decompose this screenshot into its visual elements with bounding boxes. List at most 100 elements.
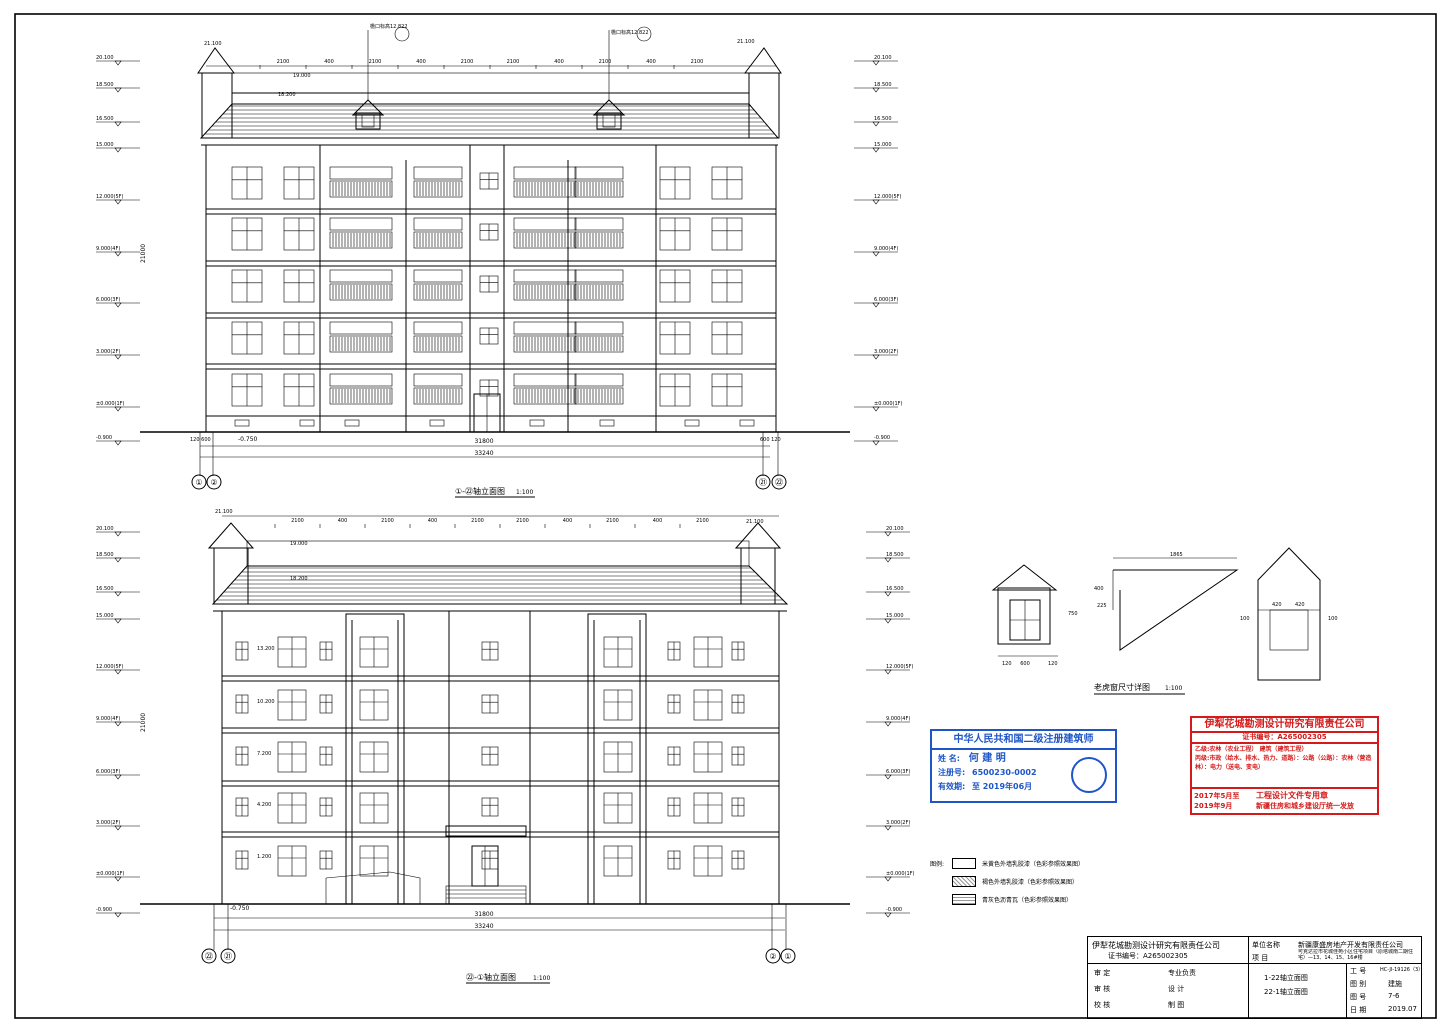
level-mark: 9.000(4F) <box>874 246 898 252</box>
balcony-railing <box>574 335 624 353</box>
institute-special: 工程设计文件专用章 <box>1256 791 1328 800</box>
lower-elevation: 31800 33240 -0.750 ㉒ ㉑ ② ① ㉒-①轴立面图 1:100… <box>96 244 915 984</box>
upper-view-scale: 1:100 <box>516 489 533 496</box>
level-mark: 6.000(3F) <box>874 297 898 303</box>
balcony-window <box>574 166 624 180</box>
balcony-window <box>413 321 463 335</box>
balcony-railing <box>513 283 577 301</box>
balcony-window <box>329 321 393 335</box>
lower-ridge-18200: 18.200 <box>290 576 308 582</box>
axis-bubble-1-lower: ① <box>784 952 791 961</box>
tb-drawing-name-1: 1-22轴立面图 <box>1264 974 1308 982</box>
tb-meta-label-2: 图 号 <box>1350 993 1367 1001</box>
level-mark: 6.000(3F) <box>886 769 910 775</box>
axis-bubble-21: ㉑ <box>759 478 767 487</box>
span-dim: 400 <box>563 518 573 524</box>
legend-title: 图例: <box>930 860 945 868</box>
upper-ridge-21100-right: 21.100 <box>737 39 755 45</box>
architect-valid: 至 2019年06月 <box>972 782 1033 791</box>
span-dim: 400 <box>646 59 656 65</box>
tb-unit: 新疆康盛房地产开发有限责任公司 <box>1298 941 1403 949</box>
legend: 图例: 米黄色外墙乳胶漆（色彩参照效果图） 褐色外墙乳胶漆（色彩参照效果图） 青… <box>930 854 1084 908</box>
span-dim: 400 <box>428 518 438 524</box>
span-dim: 2100 <box>691 59 704 65</box>
institute-grade-b: 农林（农业工程） 建筑（建筑工程） <box>1209 746 1308 753</box>
upper-callout-2: 檐口标高12.822 <box>611 29 649 36</box>
level-mark: 16.500 <box>96 116 114 122</box>
span-dim: 2100 <box>369 59 382 65</box>
level-mark: 12.000(5F) <box>96 664 124 670</box>
level-mark: 12.000(5F) <box>96 194 124 200</box>
span-dim: 400 <box>416 59 426 65</box>
tb-drawing-name-2: 22-1轴立面图 <box>1264 988 1308 996</box>
upper-view-title: ①-㉒轴立面图 <box>455 486 505 496</box>
span-dim: 2100 <box>277 59 290 65</box>
level-mark: 18.500 <box>96 552 114 558</box>
dormer-dim-225: 225 <box>1097 603 1107 609</box>
tb-meta-value-3: 2019.07 <box>1388 1005 1417 1013</box>
span-dim: 2100 <box>291 518 304 524</box>
balcony-window <box>574 269 624 283</box>
axis-bubble-2-lower: ② <box>769 952 776 961</box>
vent <box>344 419 360 427</box>
level-mark: 15.000 <box>886 613 904 619</box>
upper-ridge-19000: 19.000 <box>293 73 311 79</box>
tb-meta-label-1: 图 别 <box>1350 980 1367 988</box>
lower-view-title: ㉒-①轴立面图 <box>466 972 516 982</box>
dormer-dim-100-left: 100 <box>1240 616 1250 622</box>
balcony-window <box>513 373 577 387</box>
dormer-dim-420-b: 420 <box>1295 602 1305 608</box>
level-mark: -0.900 <box>886 907 902 913</box>
dormer-dim-1865: 1865 <box>1170 552 1183 558</box>
dormer-dim-420-a: 420 <box>1272 602 1282 608</box>
tb-unit-label: 单位名称 <box>1252 941 1280 949</box>
balcony-railing <box>513 231 577 249</box>
tb-role-lead: 专业负责 <box>1168 969 1196 977</box>
level-mark: 9.000(4F) <box>96 246 120 252</box>
span-dim: 400 <box>653 518 663 524</box>
level-mark: 16.500 <box>886 586 904 592</box>
dormer-dim-100-right: 100 <box>1328 616 1338 622</box>
tb-meta-label-0: 工 号 <box>1350 967 1367 975</box>
balcony-window <box>329 166 393 180</box>
vent <box>429 419 445 427</box>
level-mark: 3.000(2F) <box>886 820 910 826</box>
tb-role-draw: 制 图 <box>1168 1001 1185 1009</box>
architect-stamp: 中华人民共和国二级注册建筑师 姓 名: 何 建 明 注册号: 6500230-0… <box>930 729 1117 803</box>
dormer-detail-scale: 1:100 <box>1165 685 1182 692</box>
lower-height-total: 21000 <box>140 713 147 732</box>
dormer-dim-400: 400 <box>1094 586 1104 592</box>
axis-bubble-22-lower: ㉒ <box>205 952 213 961</box>
tb-meta-value-2: 7-6 <box>1388 992 1400 1000</box>
dormer-detail: 600 120 120 1865 400 750 225 420 420 100… <box>991 547 1338 695</box>
level-mark: ±0.000(1F) <box>96 401 125 407</box>
institute-grade-c: 市政（给水、排水、热力、道路）：公路（公路）：农林（营造林）：电力（送电、变电） <box>1195 755 1372 771</box>
balcony-window <box>513 321 577 335</box>
span-dim: 2100 <box>471 518 484 524</box>
title-block: 伊犁花城勘测设计研究有限责任公司 证书编号：A265002305 单位名称 新疆… <box>1087 936 1423 1019</box>
architect-stamp-header: 中华人民共和国二级注册建筑师 <box>932 731 1115 750</box>
balcony-railing <box>329 180 393 198</box>
span-dim: 2100 <box>461 59 474 65</box>
tb-role-approve: 审 定 <box>1094 969 1111 977</box>
level-mark: 3.000(2F) <box>96 349 120 355</box>
balcony-railing <box>329 231 393 249</box>
floor-level-tag: 10.200 <box>257 699 275 705</box>
architect-seal-icon <box>1071 757 1107 793</box>
balcony-window <box>413 269 463 283</box>
tb-company: 伊犁花城勘测设计研究有限责任公司 <box>1092 941 1220 950</box>
upper-dim-right-small: 600 120 <box>760 437 781 443</box>
level-mark: -0.900 <box>96 907 112 913</box>
balcony-railing <box>513 335 577 353</box>
floor-level-tag: 1.200 <box>257 854 271 860</box>
tb-project-label: 项 目 <box>1252 954 1269 962</box>
upper-dim-inner: 31800 <box>474 438 493 445</box>
institute-stamp: 伊犁花城勘测设计研究有限责任公司 证书编号：A265002305 乙级:农林（农… <box>1190 716 1379 815</box>
balcony-railing <box>574 231 624 249</box>
balcony-railing <box>329 283 393 301</box>
vent <box>684 419 700 427</box>
vent <box>234 419 250 427</box>
upper-dim-left-small: 120 600 <box>190 437 211 443</box>
legend-item-1: 米黄色外墙乳胶漆（色彩参照效果图） <box>982 860 1085 868</box>
level-mark: 9.000(4F) <box>96 716 120 722</box>
